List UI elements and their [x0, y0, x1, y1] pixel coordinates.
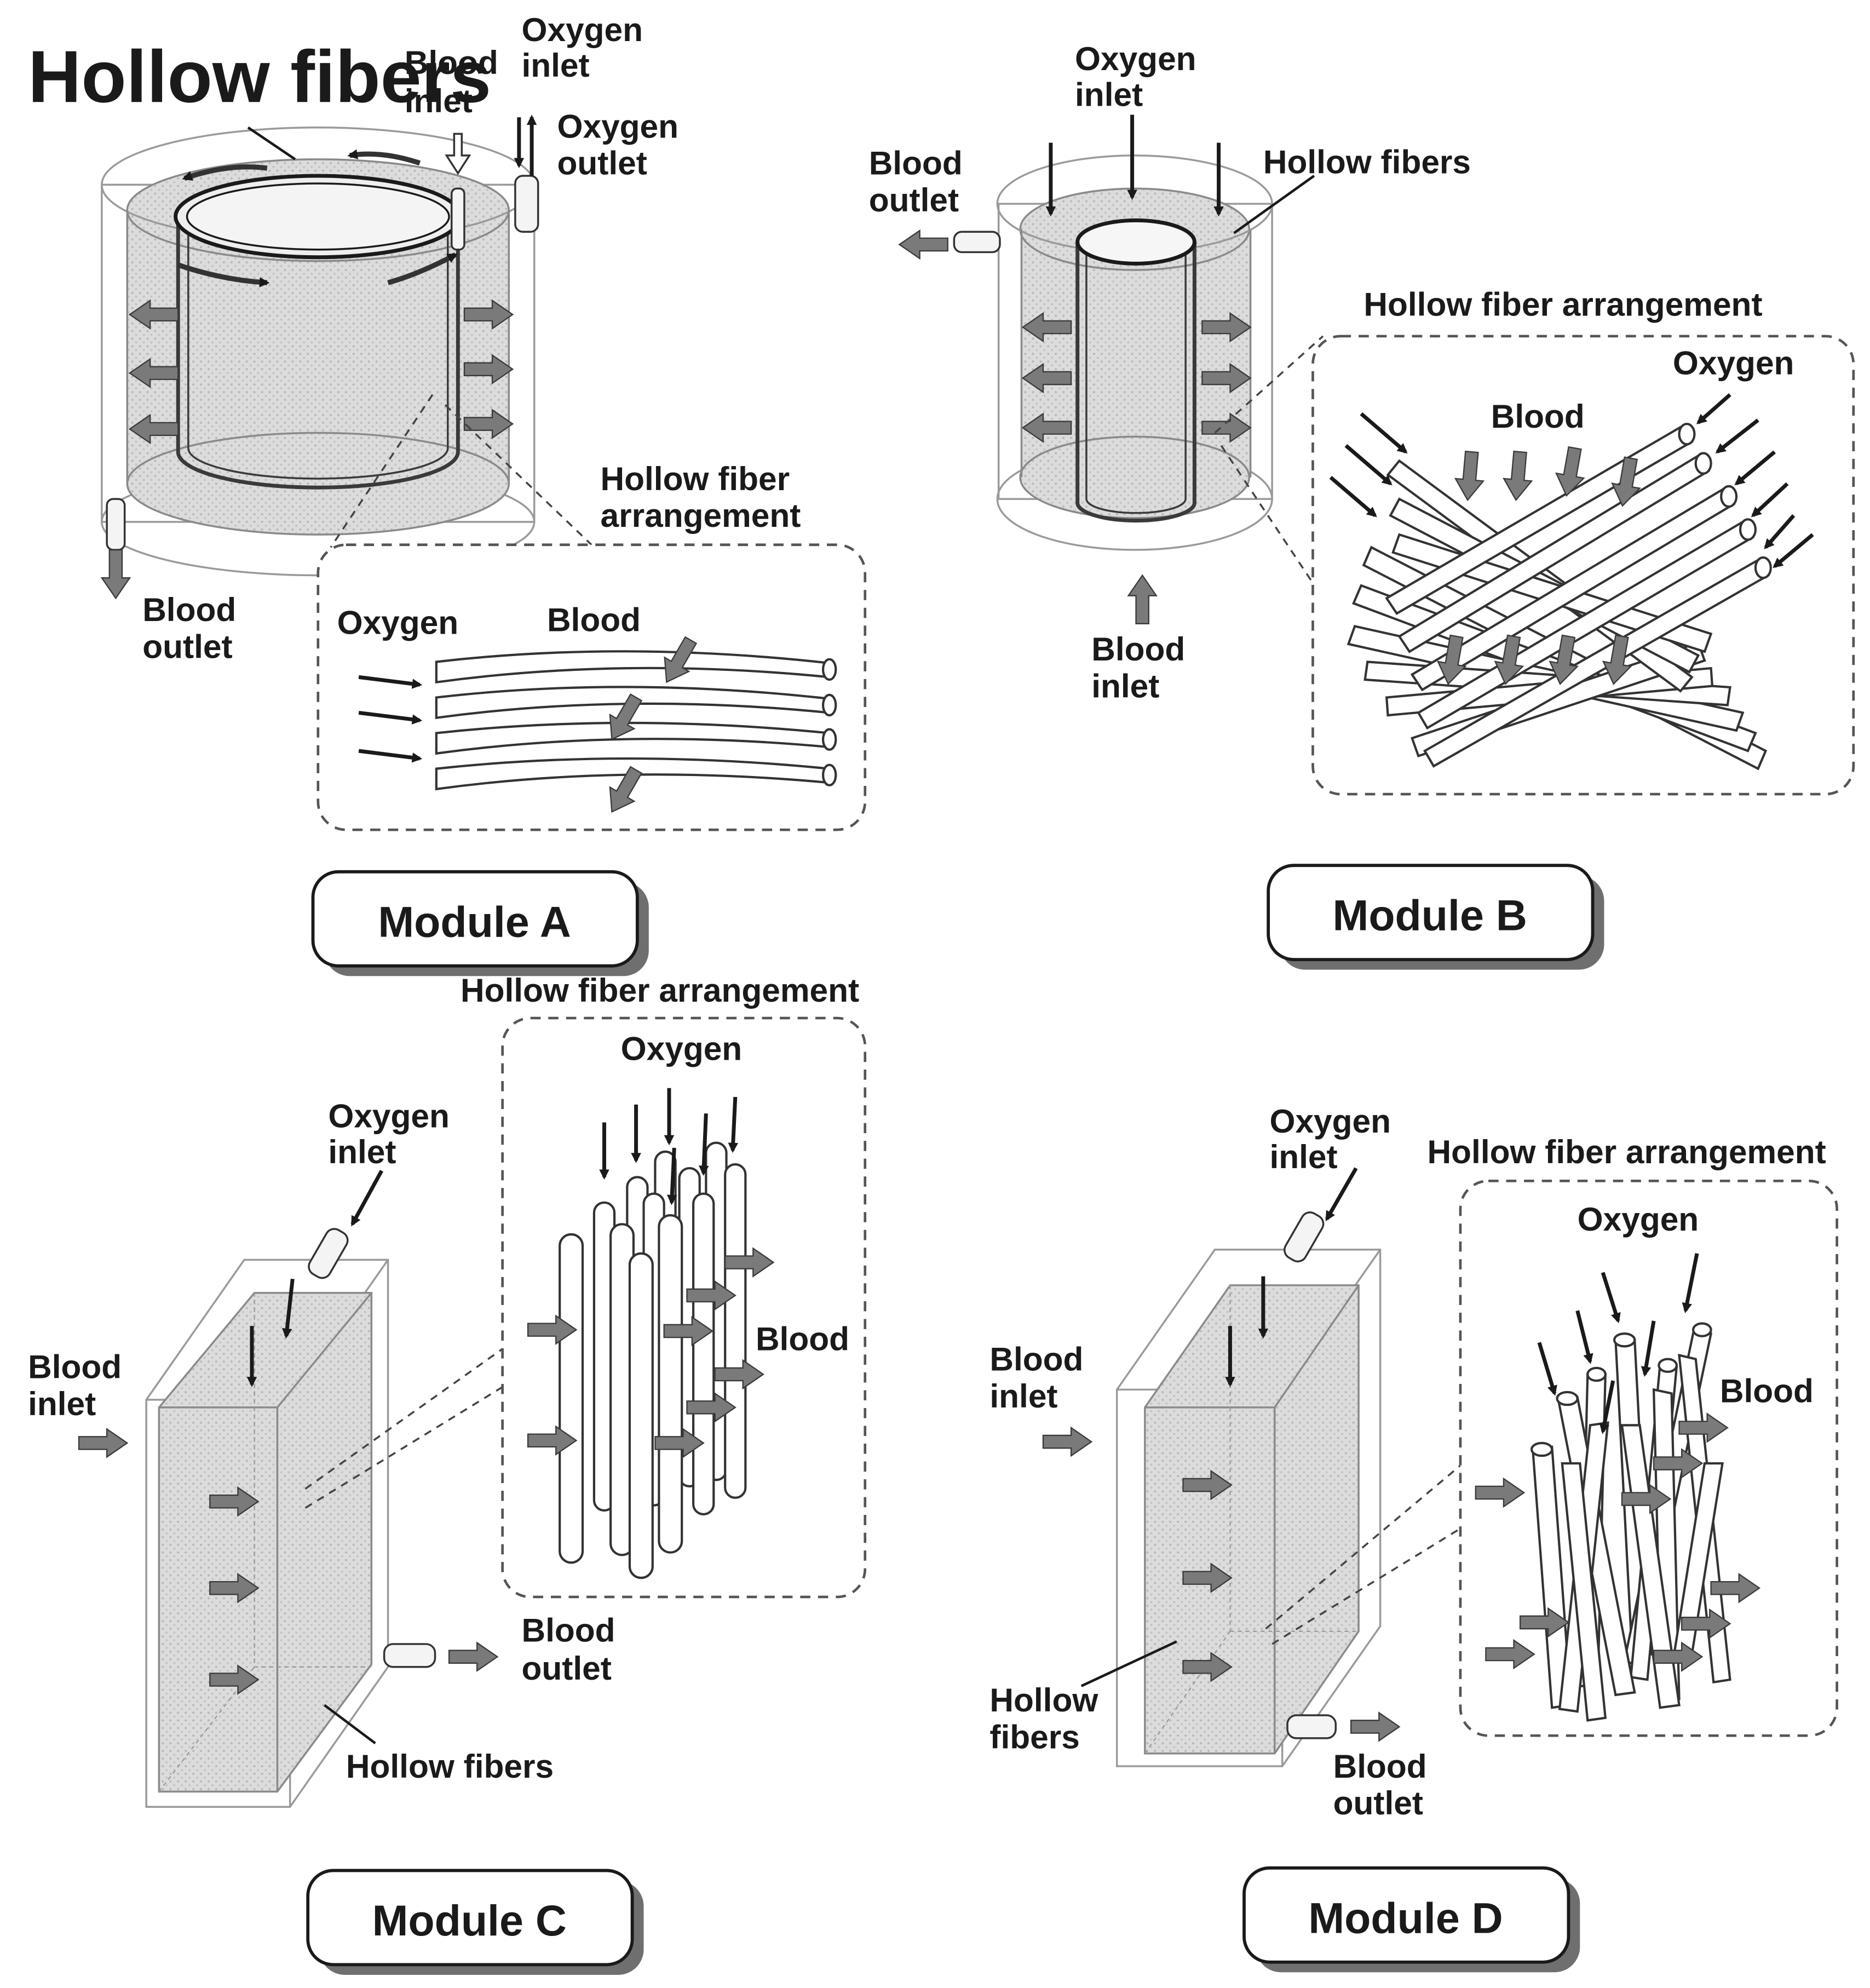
- module-b-oxygen-inlet-label-1: Oxygen: [1075, 40, 1196, 77]
- module-b-blood-outlet-label-2: outlet: [869, 181, 959, 219]
- module-b-blood-outlet-label-1: Blood: [869, 145, 963, 182]
- hollow-block-arrow-icon: [445, 133, 471, 175]
- module-a-label: Module A: [378, 898, 571, 946]
- module-c-box: [145, 1259, 389, 1808]
- module-c-oxygen-inlet-label-1: Oxygen: [328, 1098, 450, 1135]
- module-a-name-badge: Module A: [311, 870, 649, 976]
- module-b-hollow-fibers-leader: [1233, 175, 1315, 234]
- module-d-oxygen-arrows: [1225, 1167, 1358, 1387]
- module-a-oxygen-outlet-label-1: Oxygen: [557, 107, 679, 145]
- module-d-oxygen-label: Oxygen: [1578, 1200, 1699, 1238]
- module-b-inner-core: [1075, 218, 1196, 523]
- module-d-hollow-fibers-leader: [1080, 1640, 1177, 1687]
- module-a-blood-inlet-label-1: Blood: [405, 44, 498, 81]
- module-b-zoom-lines: [1214, 335, 1324, 599]
- module-a-labels: Hollow fibers Blood inlet Oxygen inlet O…: [28, 11, 801, 665]
- module-a-oxygen-arrows: [358, 675, 423, 763]
- module-b-arrangement-panel: [1311, 335, 1855, 796]
- module-b-oxygen-label: Oxygen: [1673, 344, 1794, 381]
- module-b-blood-label: Blood: [1491, 398, 1585, 435]
- module-d-blood-label: Blood: [1720, 1372, 1814, 1410]
- module-b-blood-inlet-label-2: inlet: [1091, 668, 1159, 705]
- module-a: Hollow fibers Blood inlet Oxygen inlet O…: [28, 11, 867, 976]
- module-d-zoom-lines: [1265, 1462, 1464, 1645]
- tube-port-icon: [1284, 1211, 1325, 1263]
- module-b-oxygen-arrows: [1045, 114, 1224, 217]
- module-c-hollow-fibers-label: Hollow fibers: [346, 1748, 554, 1785]
- module-b-oxygen-arrows-right: [1696, 393, 1814, 568]
- module-a-blood-outlet-label-2: outlet: [142, 628, 232, 665]
- module-d: Oxygen inlet Hollow fiber arrangement Ox…: [989, 1102, 1838, 1973]
- module-b-name-badge: Module B: [1267, 864, 1604, 970]
- module-b: Oxygen inlet Blood outlet Hollow fibers …: [869, 40, 1855, 970]
- module-a-ports: [101, 114, 539, 599]
- module-a-blood-inlet-label-2: inlet: [405, 82, 473, 119]
- module-d-blood-inlet-label-2: inlet: [989, 1377, 1057, 1415]
- module-a-oxygen-inlet-label-1: Oxygen: [521, 11, 643, 48]
- module-a-hollow-fibers-label: Hollow fibers: [28, 35, 491, 118]
- module-a-oxygen-inlet-label-2: inlet: [521, 47, 589, 84]
- module-b-fiber-layer-front: [1385, 422, 1772, 768]
- module-d-name-badge: Module D: [1242, 1866, 1580, 1973]
- module-d-hollow-fibers-label-2: fibers: [989, 1718, 1079, 1755]
- module-d-blood-outlet-label-2: outlet: [1333, 1784, 1423, 1822]
- module-a-zoom-lines: [330, 394, 592, 548]
- module-d-arrangement-panel: [1459, 1180, 1838, 1737]
- module-c-blood-outlet-label-2: outlet: [521, 1650, 611, 1687]
- module-b-hollow-fibers-label: Hollow fibers: [1263, 143, 1471, 180]
- module-c-oxygen-arrows-panel: [599, 1088, 739, 1205]
- module-a-blood-label: Blood: [547, 601, 641, 639]
- module-d-oxygen-inlet-label-2: inlet: [1269, 1138, 1337, 1175]
- module-c-ports: [308, 1228, 436, 1668]
- module-a-arrangement-title-1: Hollow fiber: [601, 460, 790, 497]
- module-d-arrangement-title: Hollow fiber arrangement: [1428, 1133, 1826, 1170]
- module-c-labels: Hollow fiber arrangement Oxygen Oxygen i…: [28, 972, 859, 1785]
- module-c-name-badge: Module C: [306, 1869, 644, 1975]
- module-d-oxygen-inlet-label-1: Oxygen: [1269, 1102, 1391, 1140]
- module-d-ports: [1284, 1211, 1337, 1739]
- tube-port-icon: [308, 1228, 349, 1279]
- module-c-label: Module C: [372, 1897, 567, 1945]
- module-a-fiber-bundle: [435, 650, 837, 791]
- module-a-inner-core: [174, 174, 463, 490]
- module-c-arrangement-panel: [501, 1016, 867, 1599]
- module-d-box: [1115, 1249, 1382, 1767]
- module-c-blood-label: Blood: [756, 1320, 849, 1357]
- module-b-housing: [996, 154, 1273, 551]
- module-d-blood-inlet-label-1: Blood: [989, 1340, 1083, 1377]
- module-a-circulation-arrows: [177, 149, 458, 288]
- module-c-blood-outlet-label-1: Blood: [521, 1611, 615, 1648]
- module-c-blood-inlet-label-2: inlet: [28, 1385, 96, 1422]
- module-b-labels: Oxygen inlet Blood outlet Hollow fibers …: [869, 40, 1794, 704]
- module-b-arrangement-title: Hollow fiber arrangement: [1363, 286, 1762, 323]
- module-d-hollow-fibers-label-1: Hollow: [989, 1681, 1098, 1719]
- module-b-oxygen-inlet-label-2: inlet: [1075, 76, 1143, 113]
- module-d-oxygen-arrows-panel: [1537, 1253, 1699, 1434]
- module-b-blood-inlet-label-1: Blood: [1091, 630, 1185, 668]
- module-d-labels: Oxygen inlet Hollow fiber arrangement Ox…: [989, 1102, 1826, 1822]
- module-b-label: Module B: [1333, 892, 1527, 940]
- module-c-oxygen-label: Oxygen: [621, 1030, 743, 1067]
- module-c-blood-inlet-label-1: Blood: [28, 1348, 122, 1385]
- module-d-label: Module D: [1308, 1894, 1503, 1942]
- module-c: Hollow fiber arrangement Oxygen Oxygen i…: [28, 972, 867, 1975]
- module-d-blood-outlet-label-1: Blood: [1333, 1748, 1427, 1785]
- module-c-arrangement-title: Hollow fiber arrangement: [461, 972, 859, 1009]
- module-c-oxygen-arrows: [246, 1170, 383, 1387]
- module-b-oxygen-arrows-left: [1329, 412, 1408, 518]
- module-a-oxygen-outlet-label-2: outlet: [557, 145, 647, 182]
- module-a-arrangement-title-2: arrangement: [601, 497, 801, 534]
- module-b-ports: [899, 229, 1157, 624]
- module-c-zoom-lines: [304, 1348, 503, 1509]
- module-c-hollow-fibers-leader: [324, 1704, 376, 1745]
- module-c-fiber-bundle: [559, 1141, 747, 1579]
- module-c-oxygen-inlet-label-2: inlet: [328, 1133, 396, 1170]
- module-a-blood-outlet-label-1: Blood: [142, 591, 236, 628]
- module-a-arrangement-panel: [317, 543, 867, 831]
- module-a-hollow-fibers-leader: [247, 126, 296, 160]
- module-a-oxygen-label: Oxygen: [337, 604, 459, 641]
